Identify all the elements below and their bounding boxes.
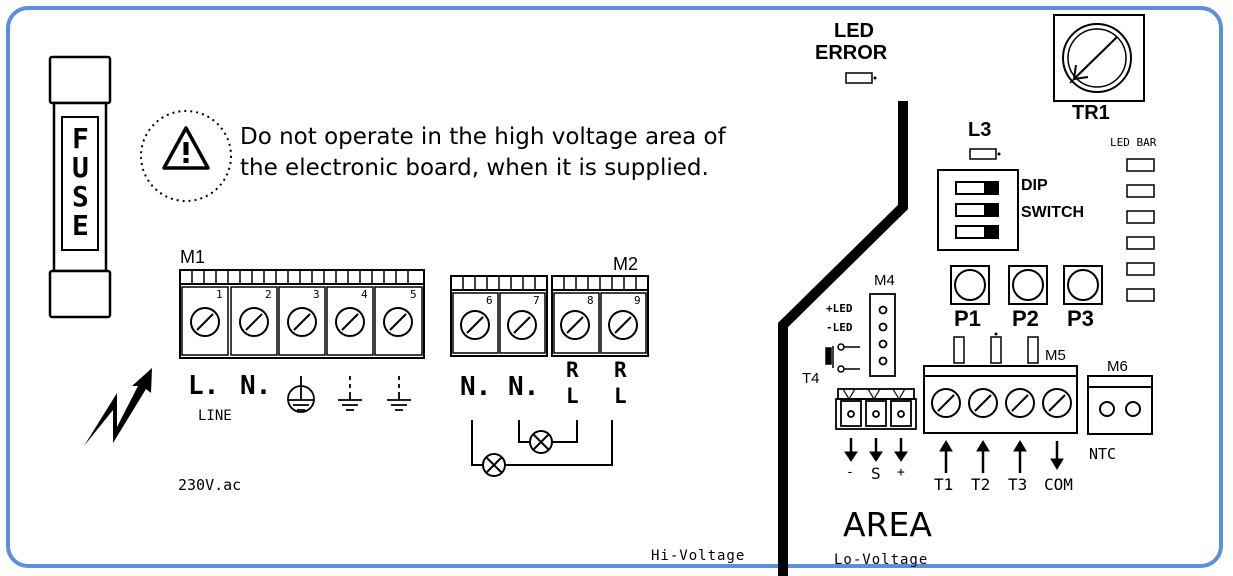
terminal-number: 8 (587, 294, 594, 307)
l3-label: L3 (968, 119, 992, 141)
relay-r-label: R (566, 358, 579, 382)
fuse (48, 55, 112, 319)
sensor-pin-label: + (897, 465, 905, 480)
connector-m6 (1087, 375, 1153, 435)
trimmer-tr1 (1053, 14, 1145, 102)
m5-terminal-label: T1 (934, 475, 954, 494)
sensor-pin-label: S (871, 464, 881, 483)
terminal-number: 6 (486, 294, 493, 307)
m5-label: M5 (1045, 347, 1066, 364)
fuse-letter: E (72, 209, 89, 242)
fuse-letter: U (72, 151, 89, 184)
m2-label: M2 (613, 254, 639, 274)
sensor-arrows (844, 438, 908, 462)
warning-icon (140, 110, 232, 202)
terminal-number: 4 (361, 288, 368, 301)
sensor-connector (835, 388, 917, 430)
switch-t4 (825, 343, 860, 373)
l3-led-box (969, 148, 997, 160)
line-label: LINE (198, 408, 232, 424)
line-n-label: N. (240, 371, 272, 401)
lo-voltage-label: Lo-Voltage (834, 552, 929, 568)
terminal-block-m2 (450, 275, 649, 357)
p2-label: P2 (1012, 306, 1039, 331)
sensor-pin-label: - (846, 465, 854, 480)
m5-arrows (939, 440, 1064, 473)
terminal-number: 7 (533, 294, 540, 307)
minus-led-label: -LED (826, 321, 853, 334)
terminal-block-m5 (923, 365, 1078, 434)
m4-label: M4 (874, 272, 895, 289)
area-label: AREA (843, 505, 932, 544)
m2-n-label: N. (508, 372, 540, 402)
dip-switch-label: SWITCH (1021, 204, 1085, 221)
voltage-divider (778, 101, 908, 576)
connector-m4 (869, 293, 896, 377)
warning-text-line2: the electronic board, when it is supplie… (240, 155, 709, 181)
lamp-wiring (471, 420, 613, 477)
p3-label: P3 (1067, 306, 1094, 331)
led-bar (1126, 158, 1155, 302)
m5-terminal-label: COM (1044, 475, 1073, 494)
line-l-label: L. (188, 371, 220, 401)
m1-label: M1 (180, 247, 206, 267)
terminal-number: 1 (216, 288, 223, 301)
dip-switch (937, 169, 1019, 251)
p1-label: P1 (954, 306, 981, 331)
fuse-letter: S (72, 180, 89, 213)
led-bar-label: LED BAR (1110, 136, 1157, 149)
fuse-letter: F (72, 122, 89, 155)
led-error-label: ERROR (815, 42, 888, 64)
led-error-box (845, 72, 873, 84)
m6-label: M6 (1107, 358, 1128, 375)
relay-l-label: L (566, 384, 579, 408)
tr1-label: TR1 (1072, 102, 1110, 124)
led-error-label: LED (834, 20, 874, 42)
plus-led-label: +LED (826, 302, 853, 315)
board-frame (6, 6, 1223, 568)
terminal-number: 2 (265, 288, 272, 301)
terminal-number: 9 (634, 294, 641, 307)
lightning-icon (84, 368, 152, 446)
dip-switch-label: DIP (1021, 177, 1048, 194)
voltage-label: 230V.ac (178, 476, 242, 494)
terminal-number: 3 (313, 288, 320, 301)
terminal-number: 5 (410, 288, 417, 301)
warning-text-line1: Do not operate in the high voltage area … (240, 124, 726, 150)
ground-symbols (287, 376, 411, 413)
m5-terminal-label: T2 (971, 475, 991, 494)
t4-label: T4 (802, 370, 820, 387)
relay-r-label: R (614, 358, 627, 382)
relay-l-label: L (614, 384, 627, 408)
terminal-block-m1 (179, 269, 425, 359)
push-buttons (950, 265, 1103, 305)
ntc-label: NTC (1089, 445, 1117, 463)
hi-voltage-label: Hi-Voltage (651, 548, 746, 564)
m5-terminal-label: T3 (1008, 475, 1028, 494)
m2-n-label: N. (460, 372, 492, 402)
